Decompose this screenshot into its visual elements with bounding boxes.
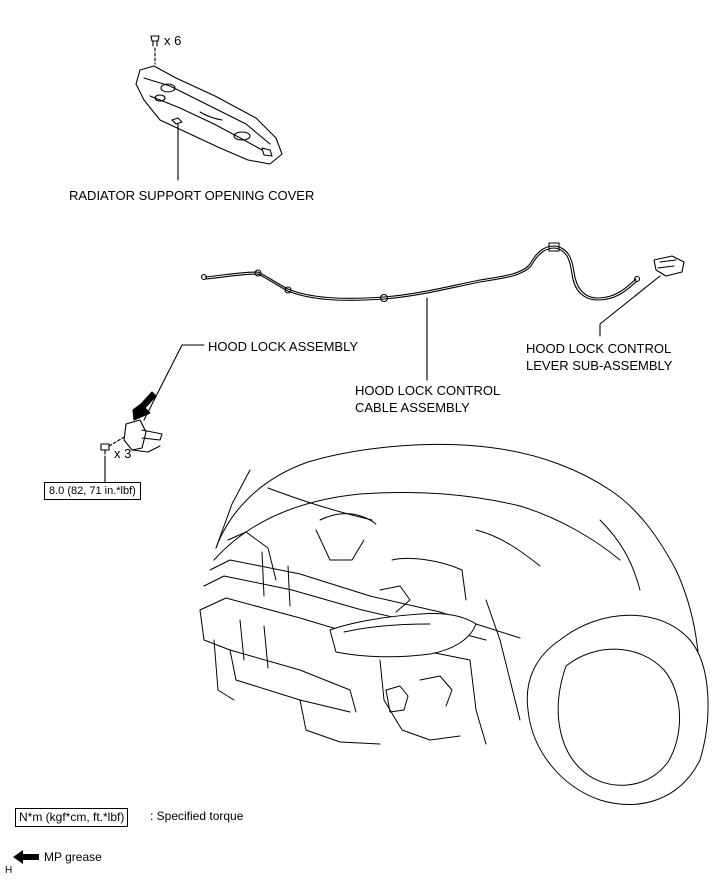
- hood-lock-control-lever: [653, 255, 685, 277]
- cable-label-line1: HOOD LOCK CONTROL: [355, 383, 501, 398]
- torque-legend-text: : Specified torque: [150, 809, 244, 823]
- corner-mark: H: [5, 865, 13, 876]
- torque-value-box: 8.0 (82, 71 in.*lbf): [44, 482, 141, 500]
- lever-label-line2: LEVER SUB-ASSEMBLY: [526, 358, 673, 373]
- grease-legend-text: MP grease: [44, 850, 102, 864]
- grease-arrow-icon: [132, 391, 157, 421]
- hood-lock-leader-line: [143, 344, 205, 421]
- clip-count-label: x 6: [164, 33, 182, 48]
- bolt-icon: [100, 443, 110, 455]
- hood-lock-assembly-label: HOOD LOCK ASSEMBLY: [208, 339, 359, 354]
- lever-leader-line: [599, 275, 661, 337]
- hood-lock-assembly: [123, 419, 163, 453]
- radiator-support-opening-cover: [135, 65, 283, 165]
- cable-label-line2: CABLE ASSEMBLY: [355, 400, 470, 415]
- radiator-cover-label: RADIATOR SUPPORT OPENING COVER: [69, 188, 315, 203]
- hood-lock-control-cable: [200, 242, 641, 303]
- vehicle-front-outline: [199, 443, 709, 805]
- clip-icon: [150, 35, 160, 47]
- grease-legend-arrow-icon: [13, 850, 39, 864]
- bolt-count-label: x 3: [114, 446, 132, 461]
- bolt-guide-line: [108, 435, 127, 447]
- lever-label-line1: HOOD LOCK CONTROL: [526, 341, 672, 356]
- torque-unit-legend-box: N*m (kgf*cm, ft.*lbf): [15, 808, 129, 827]
